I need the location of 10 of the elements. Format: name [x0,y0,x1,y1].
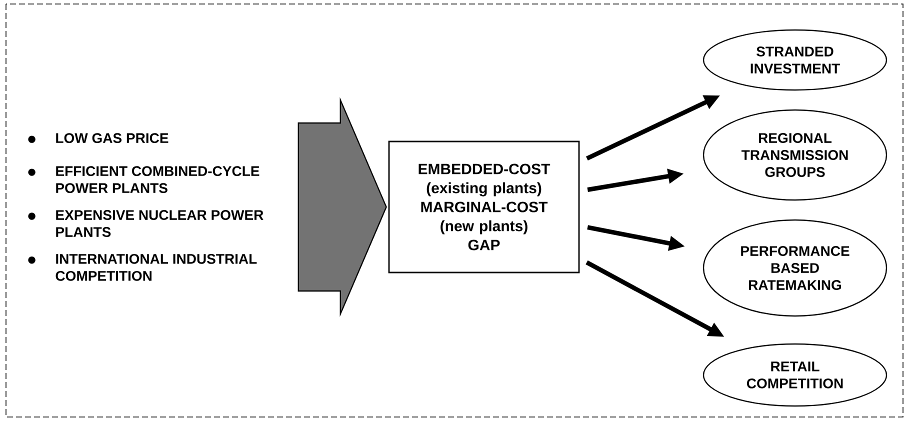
box-text: MARGINAL-COST (new plants) [421,202,548,234]
list-item-text: LOW GAS PRICE [56,133,168,144]
box-text: GAP [468,240,500,250]
box-text: EMBEDDED-COST (existing plants) [418,164,550,196]
process-box [388,140,580,274]
list-item-text: EXPENSIVE NUCLEAR POWER PLANTS [56,210,264,237]
bullet-list [28,133,264,281]
list-item-text: INTERNATIONAL INDUSTRIAL COMPETITION [56,254,257,281]
list-item-text: EFFICIENT COMBINED-CYCLE POWER PLANTS [56,166,260,194]
shaded-chevron-arrow [298,97,387,317]
